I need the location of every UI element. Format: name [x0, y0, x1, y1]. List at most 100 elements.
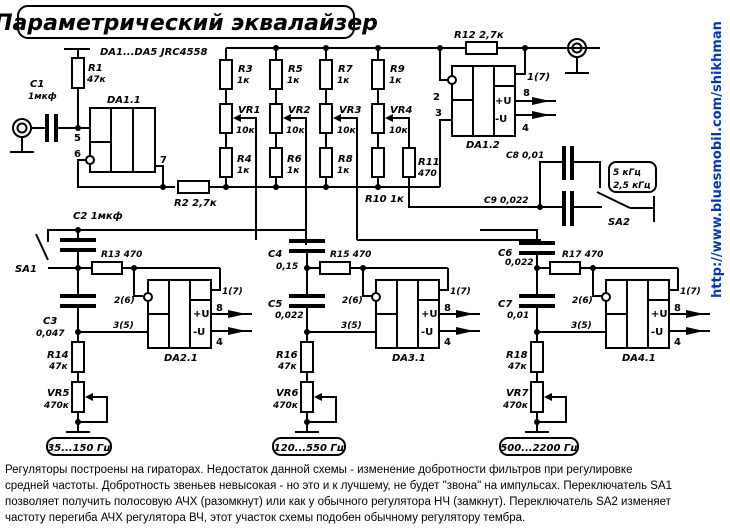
c1-value: 1мкф [28, 92, 57, 102]
band-2-label: 120...550 Гц [274, 443, 344, 454]
r8-label: R8 [338, 154, 353, 165]
vr6-label: VR6 [276, 388, 298, 399]
r8-value: 1к [337, 166, 350, 176]
pin-2-6: 2(6) [342, 296, 363, 306]
description-line: частоту перегиба АЧХ регулятора ВЧ, этот… [5, 512, 526, 524]
resistor-r7 [319, 59, 333, 90]
r16-label: R16 [276, 350, 298, 361]
c6-value: 0,022 [505, 258, 533, 268]
r11-value: 470 [417, 169, 437, 179]
description-line: позволяет получить полосовую АЧХ (разомк… [5, 496, 671, 508]
r1-value: 47к [86, 75, 107, 85]
band-3-label: 500...2200 Гц [500, 443, 577, 454]
r7-label: R7 [338, 64, 353, 75]
r3-value: 1к [237, 76, 250, 86]
pin-1-7: 1(7) [450, 287, 471, 297]
band-3-box [499, 437, 579, 456]
pin-2-6: 2(6) [114, 296, 135, 306]
band-1-box [46, 437, 112, 456]
vr1-label: VR1 [238, 105, 260, 116]
capacitor-c8 [562, 146, 574, 180]
plus-u-label: +U [421, 309, 438, 320]
c6-label: C6 [498, 248, 512, 259]
vr6-value: 470к [272, 401, 299, 411]
vr2-label: VR2 [288, 105, 310, 116]
description-line: Регуляторы построены на гираторах. Недос… [5, 464, 633, 476]
minus-u-label: -U [495, 114, 507, 125]
vr4-value: 10к [389, 126, 409, 136]
c2-label: C2 1мкф [73, 210, 123, 222]
band-1-label: 35...150 Гц [47, 443, 110, 454]
title-box: Параметрический эквалайзер [0, 5, 378, 39]
website-url[interactable]: http://www.bluesmobil.com/shikhman [710, 21, 725, 298]
vr7-value: 470к [502, 401, 529, 411]
resistor-r4 [219, 147, 233, 178]
c4-value: 0,15 [276, 262, 298, 272]
r11-label: R11 [418, 157, 440, 168]
opamp-da1-2 [447, 65, 516, 137]
potentiometer-vr6[interactable] [300, 381, 314, 413]
c3-label: C3 [43, 316, 57, 327]
resistor-r9 [371, 59, 385, 90]
switch-sa1[interactable] [35, 233, 78, 269]
pin-6: 6 [74, 149, 81, 160]
da4-1-label: DA4.1 [622, 353, 656, 364]
c1-label: C1 [30, 79, 44, 90]
vr1-value: 10к [236, 126, 256, 136]
r1-label: R1 [88, 63, 103, 74]
resistor-r18 [530, 341, 544, 373]
resistor-r5 [269, 59, 283, 90]
sa2-pos2: 2,5 кГц [613, 181, 651, 191]
vr2-value: 10к [286, 126, 306, 136]
vr4-label: VR4 [390, 105, 412, 116]
c5-label: C5 [268, 299, 282, 310]
r18-label: R18 [506, 350, 528, 361]
resistor-r1 [71, 57, 85, 89]
capacitor-c6 [519, 241, 555, 255]
da3-1-label: DA3.1 [392, 353, 426, 364]
c8-label: C8 0,01 [506, 151, 544, 161]
resistor-r3 [219, 59, 233, 90]
vr7-label: VR7 [506, 388, 528, 399]
pin-8: 8 [674, 303, 681, 314]
potentiometer-vr7[interactable] [530, 381, 544, 413]
minus-u-label: -U [421, 327, 433, 338]
da1-1-label: DA1.1 [107, 95, 141, 106]
r6-label: R6 [287, 154, 302, 165]
potentiometer-vr2[interactable] [269, 103, 283, 134]
pin-1-7: 1(7) [527, 72, 550, 83]
capacitor-c9 [562, 191, 574, 226]
pin-8: 8 [216, 303, 223, 314]
switch-sa2[interactable] [596, 191, 655, 222]
resistor-r14 [71, 341, 85, 373]
resistor-r12 [465, 41, 498, 55]
da1-2-label: DA1.2 [466, 140, 500, 151]
potentiometer-vr3[interactable] [319, 103, 333, 134]
resistor-r13 [91, 261, 123, 275]
r15-label: R15 470 [330, 250, 371, 260]
r16-value: 47к [277, 362, 298, 372]
potentiometer-vr1[interactable] [219, 103, 233, 134]
plus-u-label: +U [193, 309, 210, 320]
input-jack-icon [10, 118, 34, 153]
pin-4: 4 [674, 337, 681, 348]
minus-u-label: -U [651, 327, 663, 338]
output-jack-icon [565, 38, 589, 74]
description-text: Регуляторы построены на гираторах. Недос… [5, 462, 725, 526]
vr5-label: VR5 [47, 388, 69, 399]
c5-value: 0,022 [275, 311, 303, 321]
potentiometer-vr5[interactable] [71, 381, 85, 413]
capacitor-c7 [519, 294, 555, 308]
pin-1-7: 1(7) [680, 287, 701, 297]
r5-label: R5 [288, 64, 303, 75]
resistor-r17 [549, 261, 581, 275]
sa2-pos1: 5 кГц [613, 168, 641, 178]
resistor-r8 [319, 147, 333, 178]
c7-label: C7 [498, 299, 512, 310]
da2-1-label: DA2.1 [164, 353, 198, 364]
pin-3: 3 [435, 108, 442, 119]
capacitor-c4 [289, 239, 325, 253]
capacitor-c2 [60, 238, 96, 252]
opamp-da4-1 [601, 279, 670, 349]
potentiometer-vr4[interactable] [371, 103, 385, 134]
